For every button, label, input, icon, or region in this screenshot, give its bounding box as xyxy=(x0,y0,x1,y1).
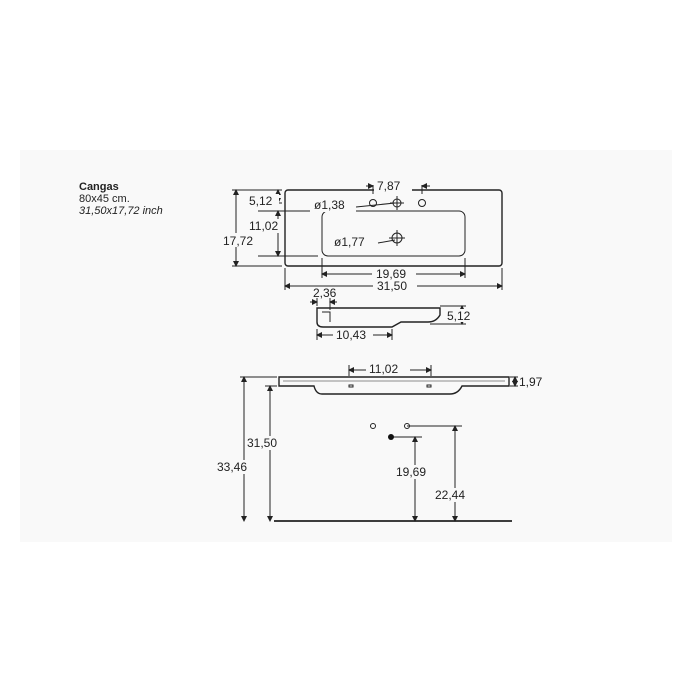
product-name: Cangas xyxy=(79,181,119,193)
product-size-inch: 31,50x17,72 inch xyxy=(79,205,163,217)
basin-thickness-label: 1,97 xyxy=(519,375,543,389)
bowl-height-label: 5,12 xyxy=(447,309,471,323)
supply-hole-left xyxy=(370,423,376,429)
bowl-length-label: 11,02 xyxy=(249,219,278,233)
basin-front-profile xyxy=(278,376,510,395)
tap-hole-diameter-label: ø1,38 xyxy=(314,198,345,212)
total-depth-label: 17,72 xyxy=(223,234,253,248)
tap-hole-right xyxy=(418,199,426,207)
bowl-outline-top xyxy=(321,210,466,257)
front-view xyxy=(240,365,518,522)
basin-section-profile xyxy=(316,307,441,328)
product-title-block: Cangas 80x45 cm. 31,50x17,72 inch xyxy=(79,181,163,217)
bowl-width-label: 19,69 xyxy=(376,267,406,281)
total-width-label: 31,50 xyxy=(377,279,407,293)
drain-height-label: 19,69 xyxy=(396,465,426,479)
product-size-cm: 80x45 cm. xyxy=(79,193,130,205)
bowl-depth-label: 10,43 xyxy=(336,328,366,342)
drain-outlet xyxy=(388,434,394,440)
tap-hole-left xyxy=(369,199,377,207)
supply-height-label: 22,44 xyxy=(435,488,465,502)
drain-hole-diameter-label: ø1,77 xyxy=(334,235,365,249)
depth-to-faucet-label: 5,12 xyxy=(249,194,273,208)
faucet-spacing-label: 7,87 xyxy=(377,179,401,193)
total-height-label: 33,46 xyxy=(217,460,247,474)
rim-thickness-label: 2,36 xyxy=(313,286,337,300)
mount-height-label: 31,50 xyxy=(247,436,277,450)
drawing-sheet xyxy=(20,150,672,542)
top-view xyxy=(232,183,503,290)
bracket-spacing-label: 11,02 xyxy=(369,362,398,376)
